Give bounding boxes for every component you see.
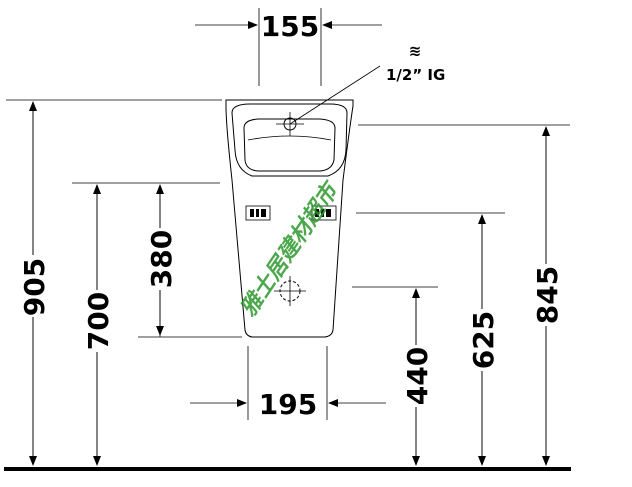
dimension-label-905: 905: [18, 258, 51, 316]
dimension-label-155: 155: [261, 10, 319, 43]
dimension-top-width: 155: [195, 8, 382, 86]
floor-line: [4, 467, 571, 471]
dimension-label-625: 625: [467, 311, 500, 369]
inlet-callout: ≋ 1/2” IG: [289, 42, 445, 125]
outlet-crosshair-icon: [274, 276, 306, 306]
dimension-label-380: 380: [145, 230, 178, 288]
dimension-label-845: 845: [531, 266, 564, 324]
logo-mark-right-icon: [311, 205, 337, 221]
dimension-height-625: 625: [356, 212, 505, 466]
dimension-label-700: 700: [82, 292, 115, 350]
urinal-outline: [225, 99, 354, 338]
inlet-symbol: ≋: [409, 42, 422, 60]
dimension-height-845: 845: [358, 124, 570, 466]
dimension-height-380: 380: [138, 184, 242, 338]
inlet-label: 1/2” IG: [386, 66, 445, 84]
logo-mark-left-icon: [245, 205, 271, 221]
dimension-height-700: 700: [72, 182, 220, 466]
dimension-label-440: 440: [401, 347, 434, 405]
dimension-label-195: 195: [259, 388, 317, 421]
dimension-height-905: 905: [6, 99, 222, 466]
dimension-height-440: 440: [352, 286, 438, 466]
dimension-bottom-width: 195: [190, 346, 386, 421]
